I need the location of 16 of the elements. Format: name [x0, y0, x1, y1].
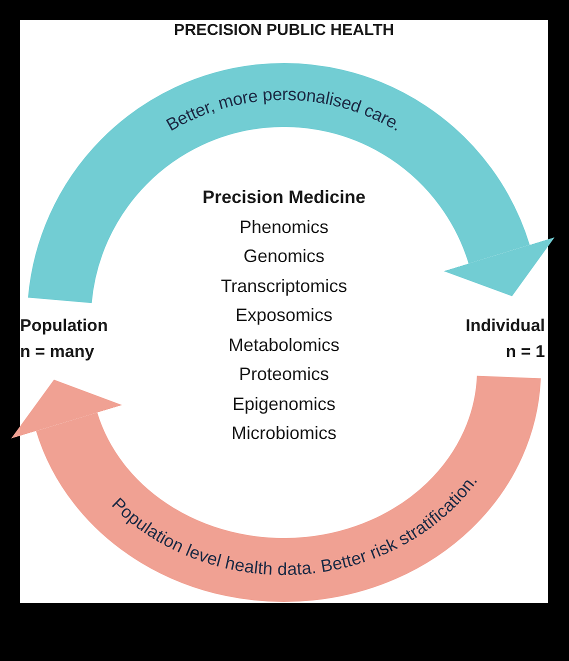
curved-arrow — [28, 63, 554, 306]
node-sublabel: n = many — [20, 341, 96, 363]
list-item: Microbiomics — [230, 422, 338, 445]
list-heading: Precision Medicine — [201, 186, 367, 209]
list-item: Epigenomics — [231, 392, 337, 416]
list-item: Metabolomics — [227, 334, 341, 356]
curved-arrow — [12, 373, 541, 602]
list-item: Proteomics — [238, 363, 330, 386]
node-sublabel: n = 1 — [504, 341, 545, 363]
node-label: Population — [20, 315, 109, 337]
node-label: Individual — [464, 315, 545, 337]
list-item: Genomics — [242, 245, 326, 268]
list-item: Phenomics — [238, 216, 330, 238]
list-item: Transcriptomics — [220, 274, 348, 298]
list-item: Exposomics — [234, 304, 334, 327]
diagram-title: PRECISION PUBLIC HEALTH — [172, 21, 396, 41]
